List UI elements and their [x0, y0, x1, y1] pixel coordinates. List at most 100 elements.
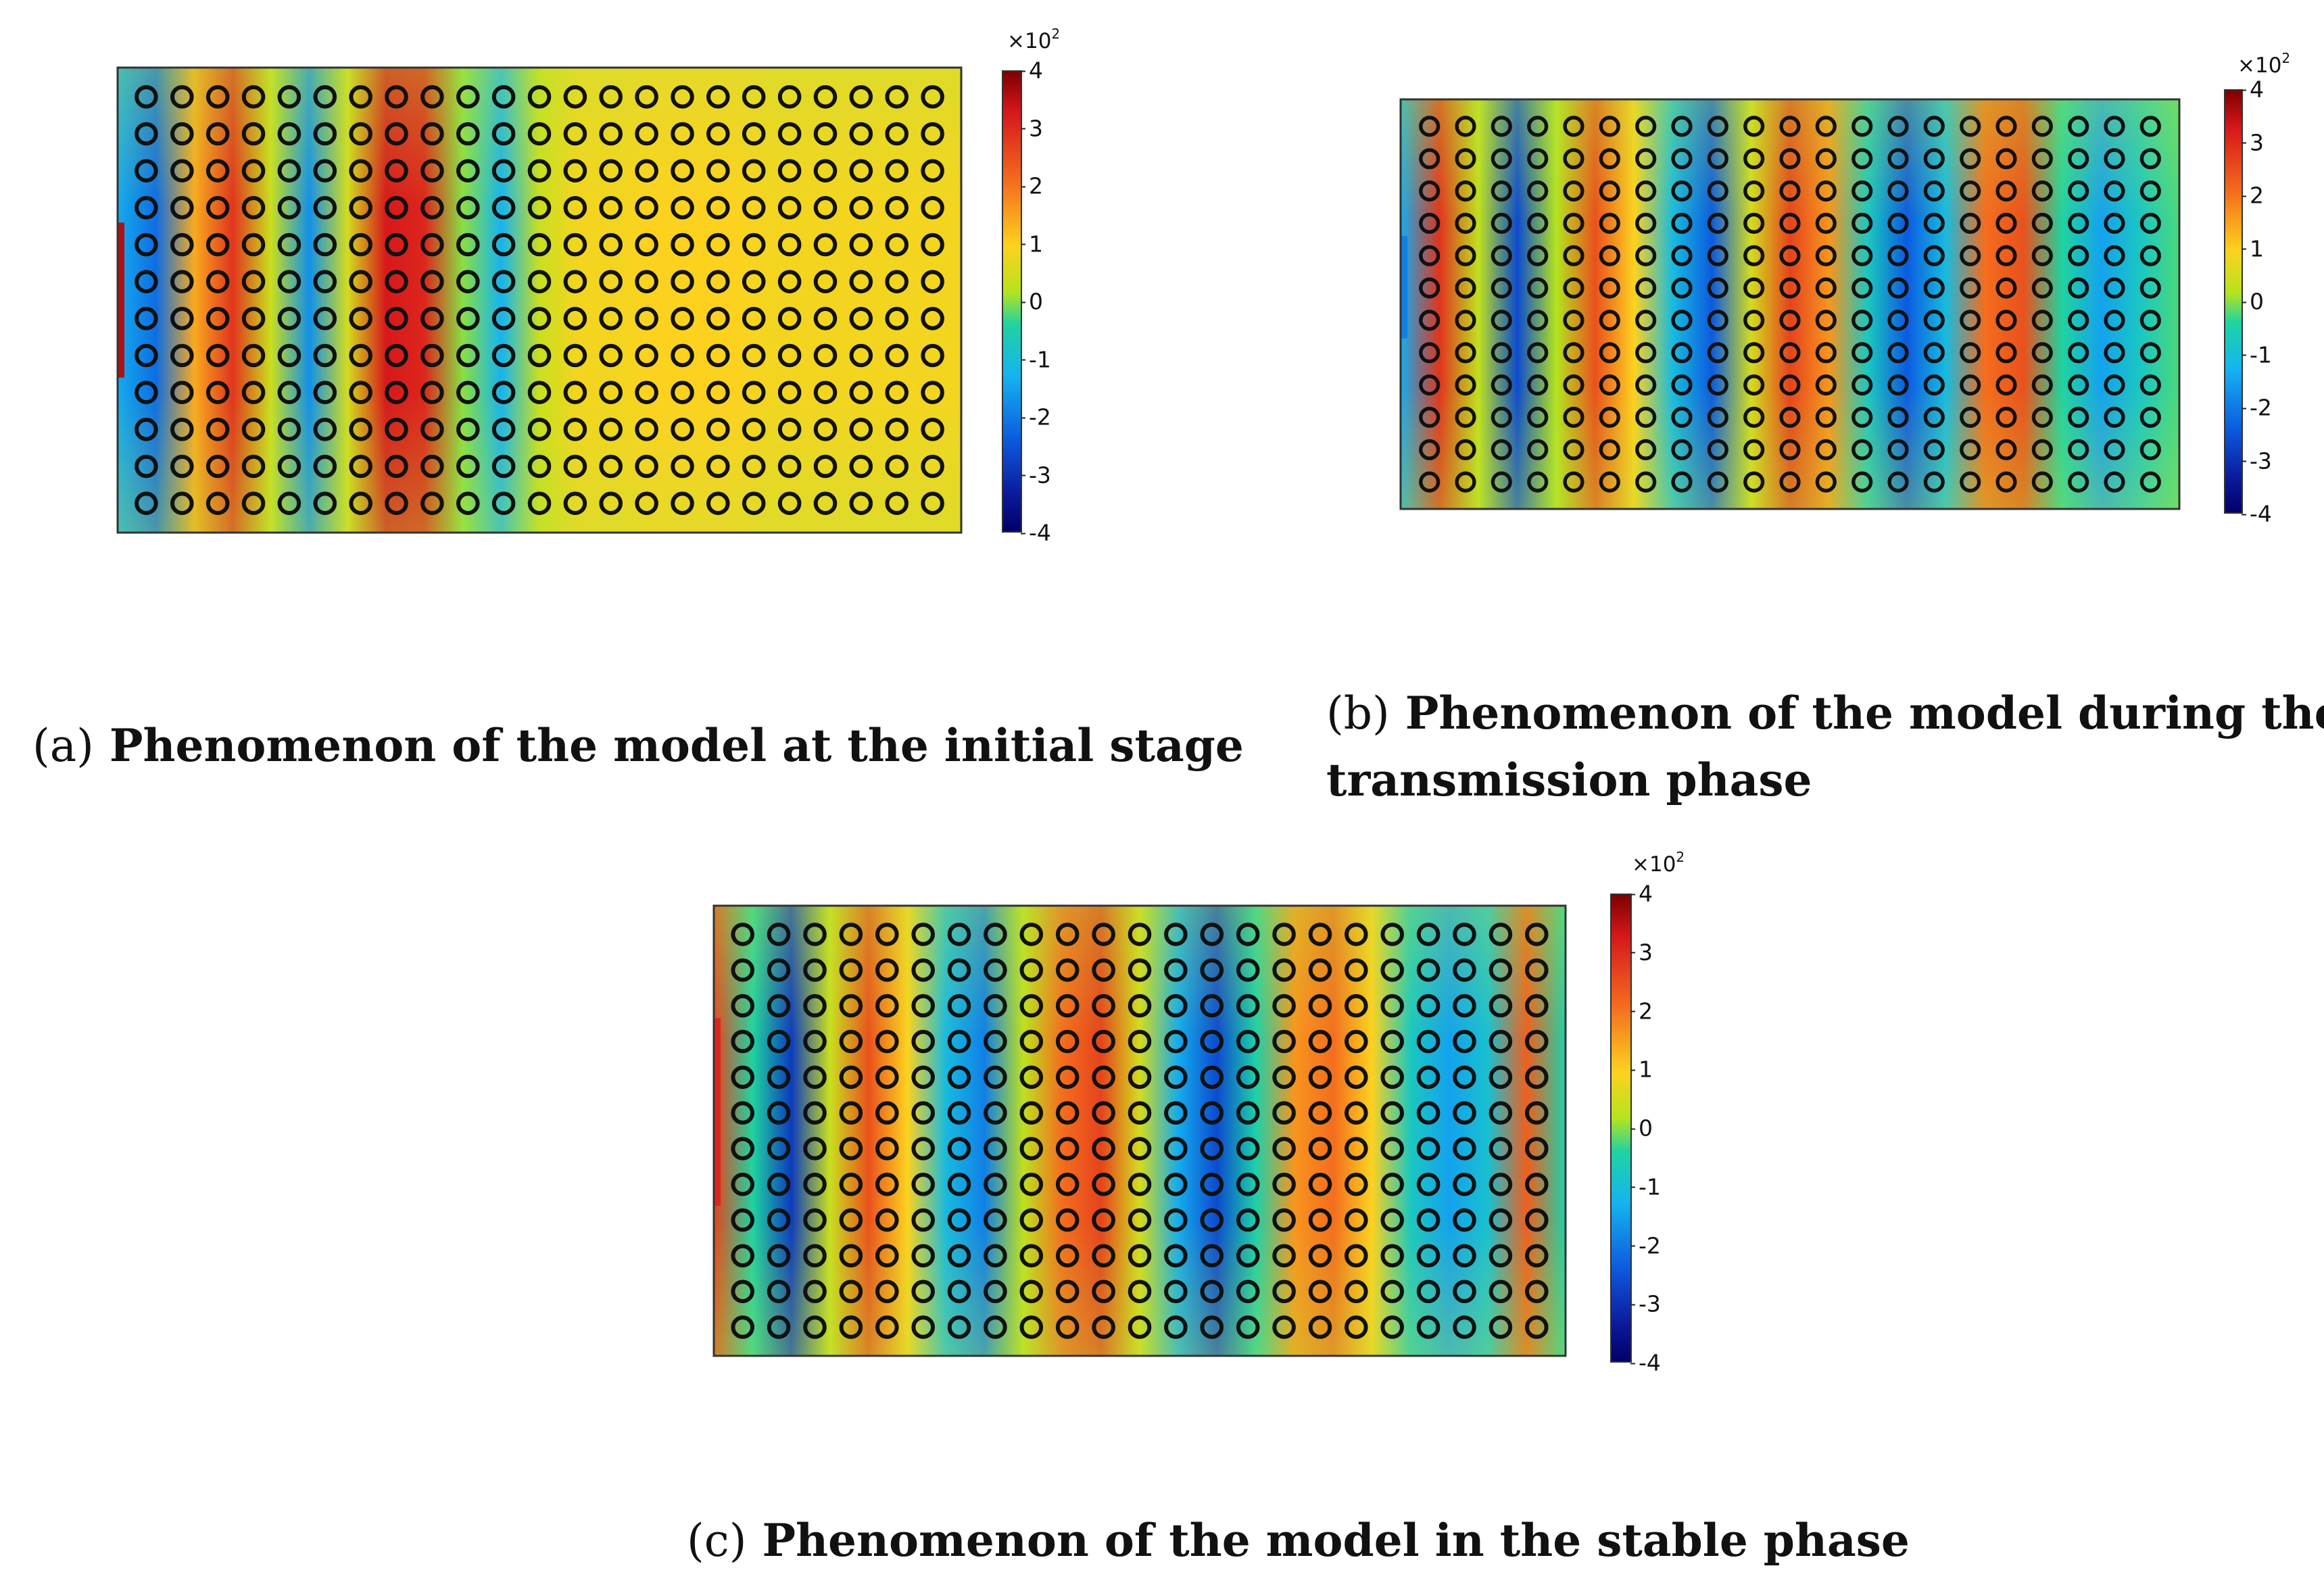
scatterer-ring	[1815, 212, 1837, 234]
scatterer-ring	[385, 122, 408, 146]
scatterer-ring	[1488, 1101, 1513, 1125]
scatterer-ring	[1416, 1244, 1441, 1268]
scatterer-ring	[1525, 1279, 1549, 1304]
scatterer-ring	[527, 233, 552, 257]
scatterer-ring	[1236, 1101, 1260, 1125]
colorbar-tick-b: 2	[2242, 182, 2264, 209]
scatterer-ring	[849, 196, 873, 220]
scatterer-ring	[1815, 116, 1837, 137]
scatterer-ring	[875, 1279, 899, 1304]
scatterer-ring	[313, 381, 337, 405]
scatterer-ring	[635, 491, 658, 516]
scatterer-ring	[921, 454, 944, 479]
caption-c: (c) Phenomenon of the model in the stabl…	[687, 1507, 1910, 1574]
scatterer-ring	[491, 491, 516, 516]
scatterer-ring	[563, 307, 587, 331]
scatterer-ring	[527, 307, 552, 331]
scatterer-ring	[2068, 245, 2089, 266]
scatterer-ring	[456, 491, 480, 516]
scatterer-ring	[1380, 958, 1405, 982]
scatterer-ring	[1345, 1279, 1368, 1304]
scatterer-ring	[599, 122, 623, 146]
scatterer-ring	[420, 307, 444, 331]
scatterer-ring	[2104, 116, 2125, 137]
scatterer-ring	[313, 307, 337, 331]
scatterer-ring	[2068, 374, 2089, 396]
scatterer-ring	[1563, 116, 1584, 137]
scatterer-ring	[2068, 212, 2089, 234]
scatterer-ring	[1488, 1173, 1513, 1196]
scatterer-ring	[1164, 1173, 1188, 1196]
scatterer-ring	[849, 159, 873, 182]
scatterer-ring	[803, 1065, 827, 1090]
scatterer-ring	[385, 418, 408, 441]
scatterer-ring	[1055, 1137, 1080, 1161]
scatterer-ring	[313, 491, 337, 516]
colorbar-tick-b: -4	[2242, 501, 2272, 527]
scatterer-ring	[1164, 923, 1188, 946]
scatterer-ring	[1128, 1065, 1152, 1090]
scatterer-ring	[1525, 1101, 1549, 1125]
scatterer-ring	[1743, 342, 1765, 364]
scatterer-ring	[2139, 277, 2161, 299]
scatterer-ring	[1635, 180, 1657, 202]
scatterer-ring	[813, 122, 838, 146]
scatterer-ring	[313, 418, 337, 441]
scatterer-ring	[885, 418, 909, 441]
scatterer-ring	[1380, 1029, 1405, 1054]
colorbar-tick-b: 3	[2242, 129, 2264, 155]
scatterer-ring	[1200, 1101, 1224, 1125]
scatterer-ring	[170, 159, 194, 182]
scatterer-ring	[1128, 1315, 1152, 1339]
scatterer-ring	[1055, 1065, 1080, 1090]
scatterer-ring	[671, 159, 694, 182]
caption-a-text: Phenomenon of the model at the initial s…	[93, 719, 1244, 772]
scatterer-ring	[984, 994, 1007, 1018]
scatterer-ring	[1380, 923, 1405, 946]
scatterer-ring	[1308, 1315, 1332, 1339]
scatterer-ring	[1815, 277, 1837, 299]
scatterer-ring	[1995, 277, 2017, 299]
scatterer-ring	[1055, 1173, 1080, 1196]
scatterer-ring	[456, 307, 480, 331]
scatterer-ring	[1019, 1244, 1044, 1268]
scatterer-ring	[1671, 116, 1693, 137]
scatterer-ring	[527, 491, 552, 516]
scatterer-ring	[1200, 958, 1224, 982]
scatterer-ring	[1527, 439, 1549, 460]
scatterer-ring	[635, 233, 658, 257]
scatterer-ring	[1092, 1029, 1115, 1054]
scatterer-ring	[885, 122, 909, 146]
scatterer-ring	[839, 923, 863, 946]
scatterer-ring	[1671, 180, 1693, 202]
scatterer-ring	[1923, 277, 1945, 299]
scatterer-ring	[1707, 245, 1728, 266]
scatterer-ring	[849, 343, 873, 368]
scatterer-ring	[527, 122, 552, 146]
scatterer-ring	[1419, 212, 1441, 234]
scatterer-ring	[875, 1244, 899, 1268]
scatterer-ring	[1128, 1101, 1152, 1125]
scatterer-ring	[491, 233, 516, 257]
scatterer-ring	[1345, 1315, 1368, 1339]
scatterer-ring	[1128, 1244, 1152, 1268]
scatterer-ring	[1455, 212, 1476, 234]
scatterer-ring	[839, 1173, 863, 1196]
scatterer-ring	[277, 233, 301, 257]
scatterer-ring	[1236, 1244, 1260, 1268]
scatterer-ring	[2031, 277, 2053, 299]
scatterer-ring	[1308, 1101, 1332, 1125]
scatterer-ring	[491, 270, 516, 294]
scatterer-ring	[671, 418, 694, 441]
scatterer-ring	[777, 270, 802, 294]
scatterer-ring	[1491, 116, 1512, 137]
scatterer-ring	[2104, 180, 2125, 202]
scatterer-ring	[1419, 245, 1441, 266]
scatterer-ring	[1779, 277, 1801, 299]
scatterer-ring	[1272, 1065, 1296, 1090]
scatterer-ring	[2104, 374, 2125, 396]
scatterer-ring	[1488, 1029, 1513, 1054]
scatterer-ring	[349, 270, 373, 294]
scatterer-ring	[706, 491, 730, 516]
